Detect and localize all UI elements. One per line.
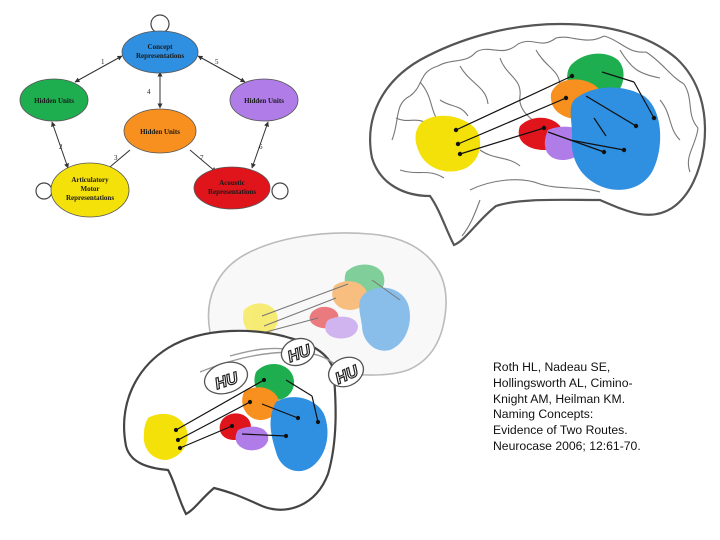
edge-2: [51, 121, 69, 169]
edge-label-1: 1: [101, 58, 105, 66]
node-acoustic-line-2: Representations: [208, 188, 256, 196]
edge-5: [197, 55, 246, 83]
node-articulatory-line-3: Representations: [66, 194, 114, 202]
self-loop-articulatory: [35, 182, 53, 200]
node-concept-line-1: Concept: [148, 43, 174, 51]
brain-bottom-front: [123, 329, 337, 516]
citation-line-2: Hollingsworth AL, Cimino-: [493, 375, 633, 390]
front-region-yellow: [143, 413, 188, 460]
hu-bubble-left: HU: [203, 361, 249, 395]
node-hidden-right-label: Hidden Units: [244, 97, 284, 105]
self-loop-acoustic: [271, 182, 289, 200]
node-hidden-units-right: Hidden Units: [229, 78, 299, 122]
node-concept-representations: Concept Representations: [121, 30, 199, 74]
front-region-purple: [235, 426, 269, 451]
node-hidden-units-left: Hidden Units: [19, 78, 89, 122]
edge-1: [74, 55, 123, 83]
node-acoustic-representations: Acoustic Representations: [193, 166, 271, 210]
edge-label-5: 5: [215, 58, 219, 66]
node-acoustic-line-1: Acoustic: [219, 179, 245, 187]
citation-line-6: Neurocase 2006; 12:61-70.: [493, 438, 641, 453]
front-brain-fibers: [173, 377, 321, 451]
edge-label-4: 4: [147, 88, 151, 96]
node-concept-line-2: Representations: [136, 52, 184, 60]
edge-label-2: 2: [59, 143, 63, 151]
edge-label-7: 7: [200, 154, 204, 162]
edge-6: [251, 121, 269, 169]
brain-sulci: [391, 35, 699, 237]
network-diagram: 1 5 4 2 6 3 7 Concept Representations Hi…: [19, 14, 299, 218]
node-articulatory-motor: Articulatory Motor Representations: [50, 162, 130, 218]
hu-bubble-middle: HU: [280, 337, 316, 367]
region-articulatory-yellow: [415, 115, 481, 172]
edge-label-3: 3: [114, 154, 118, 162]
citation-line-5: Evidence of Two Routes.: [493, 423, 628, 438]
back-brain-regions: [242, 264, 410, 351]
brain-top-right: [369, 22, 707, 247]
self-loop-concept: [150, 14, 170, 34]
fiber-tracts: [453, 71, 657, 157]
node-hidden-left-label: Hidden Units: [34, 97, 74, 105]
node-hidden-center-label: Hidden Units: [140, 128, 180, 136]
back-brain-fibers: [261, 279, 401, 333]
citation-line-1: Roth HL, Nadeau SE,: [493, 360, 611, 374]
edge-label-6: 6: [259, 143, 263, 151]
citation-line-3: Knight AM, Heilman KM.: [493, 391, 626, 406]
front-region-blue: [270, 397, 328, 472]
citation: Roth HL, Nadeau SE, Hollingsworth AL, Ci…: [493, 360, 693, 455]
region-concept-blue: [570, 87, 661, 190]
edge-7: [189, 149, 217, 173]
node-articulatory-line-1: Articulatory: [71, 176, 109, 184]
citation-line-4: Naming Concepts:: [493, 407, 594, 422]
node-hidden-units-center: Hidden Units: [123, 108, 197, 154]
front-region-orange: [242, 387, 279, 420]
node-articulatory-line-2: Motor: [80, 185, 99, 193]
